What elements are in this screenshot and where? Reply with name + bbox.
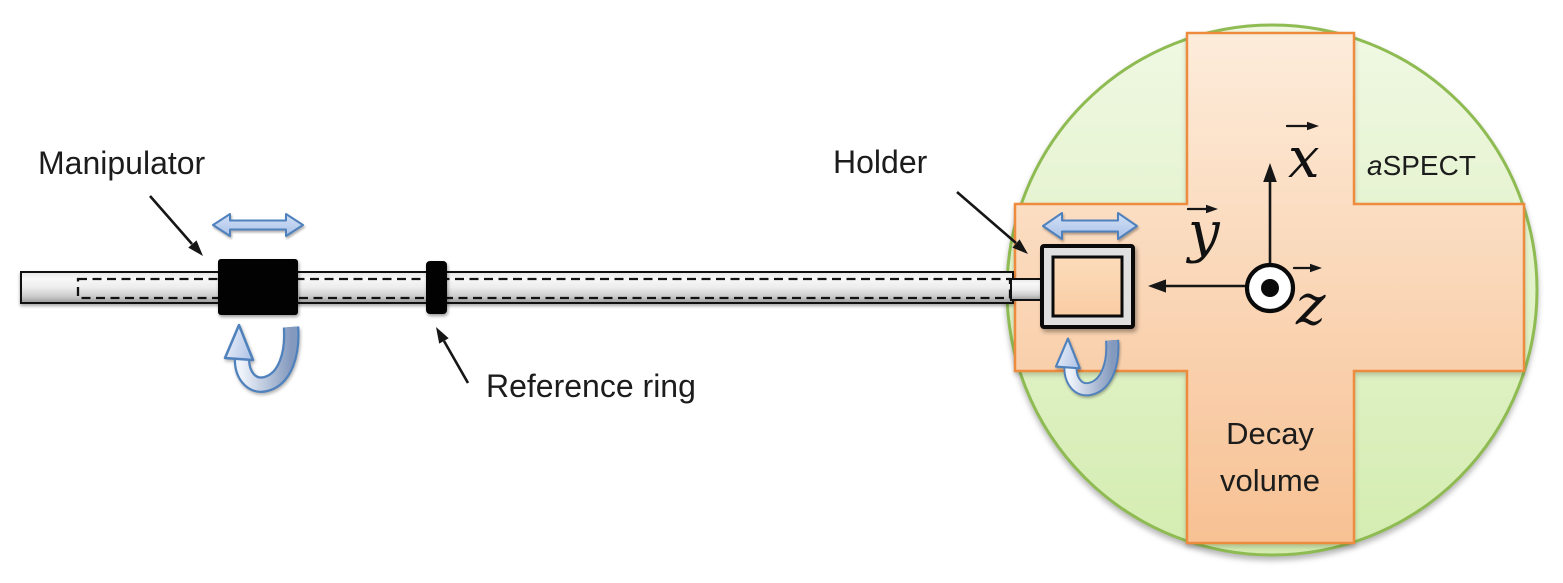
y-axis-label: y [1188, 200, 1220, 265]
manipulator-rod-assembly [20, 259, 1045, 315]
decay-volume-label-line2: volume [1220, 463, 1320, 498]
y-vector-arrow-icon [1186, 204, 1218, 214]
aspect-label-name: SPECT [1382, 150, 1476, 181]
manipulator-rotation-arrow-icon [223, 323, 300, 393]
thin-rod [1010, 278, 1045, 301]
x-vector-arrow-icon [1285, 121, 1319, 131]
manipulator-pointer-arrow [149, 195, 203, 256]
manipulator-label: Manipulator [38, 145, 206, 181]
holder-box [1040, 244, 1135, 329]
holder-translation-arrow-icon [1042, 212, 1138, 240]
reference-ring-pointer-arrow [436, 327, 470, 384]
y-axis-arrow [1148, 279, 1250, 293]
inner-rod-dashed-outline [76, 277, 1012, 300]
aspect-label-prefix: a [1367, 150, 1383, 181]
manipulator-block [218, 259, 298, 315]
holder-rotation-arrow-icon [1054, 337, 1120, 397]
reference-ring-marker [426, 261, 447, 314]
holder-box-inner [1051, 255, 1124, 318]
x-axis-label: x [1288, 126, 1320, 191]
aspect-label: aSPECT [1367, 151, 1476, 180]
manipulator-translation-arrow-icon [212, 213, 304, 237]
holder-pointer-arrow [956, 191, 1028, 254]
z-axis-label: z [1296, 273, 1326, 338]
reference-ring-label: Reference ring [486, 368, 696, 404]
coordinate-system [1148, 121, 1322, 314]
decay-volume-label: Decay volume [1160, 410, 1380, 504]
decay-volume-label-line1: Decay [1226, 416, 1314, 451]
holder-label: Holder [833, 144, 928, 180]
z-axis-origin-icon [1244, 262, 1296, 314]
z-vector-arrow-icon [1292, 263, 1322, 273]
x-axis-arrow [1263, 163, 1277, 266]
